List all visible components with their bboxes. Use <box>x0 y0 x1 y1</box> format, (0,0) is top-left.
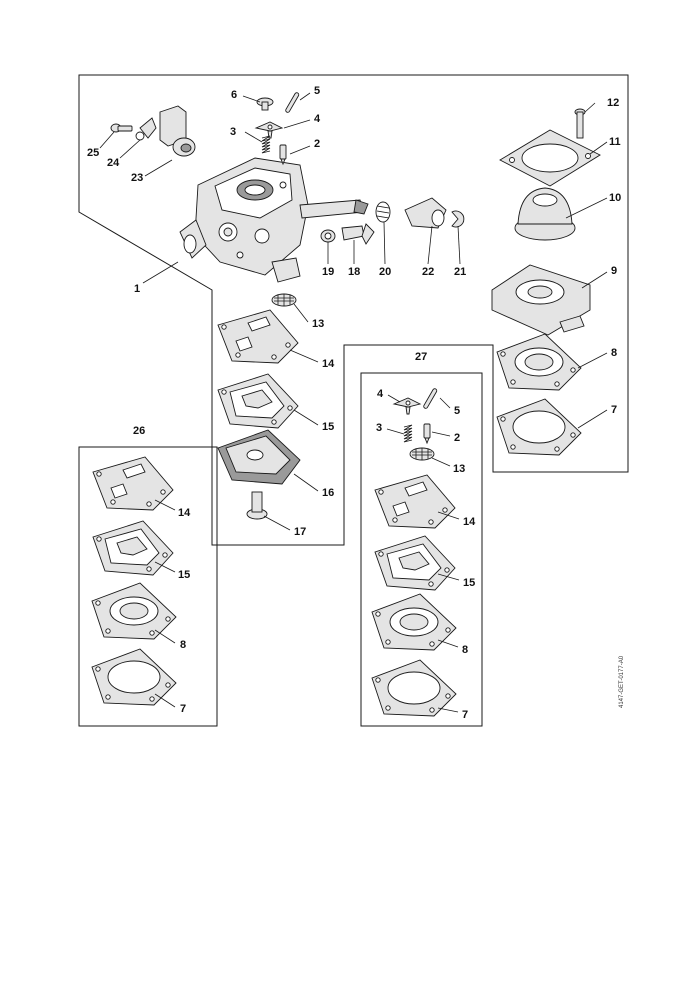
kit26-diaphragm-part-14 <box>92 456 174 511</box>
end-cover-part-16 <box>217 429 301 485</box>
lever-part-4 <box>255 121 283 139</box>
kit27-gasket-part-15 <box>374 535 456 591</box>
primer-bulb-part-10 <box>514 187 576 241</box>
kit26-callout-14: 14 <box>178 507 191 519</box>
callout-14: 14 <box>322 358 335 370</box>
kit27-needle-part-2 <box>423 423 431 444</box>
inlet-needle-part-2 <box>279 144 287 165</box>
kit27-callout-2: 2 <box>454 432 460 444</box>
kit26-callout-8: 8 <box>180 639 186 651</box>
kit27-pin-part-5 <box>422 387 438 410</box>
callout-20: 20 <box>379 266 391 278</box>
solenoid-valve-part-23 <box>159 105 196 157</box>
kit27-callout-13: 13 <box>453 463 465 475</box>
kit26-gasket-part-8 <box>91 582 177 640</box>
callout-7: 7 <box>611 404 617 416</box>
callout-5: 5 <box>314 85 320 97</box>
repair-kit-27-frame <box>360 372 483 727</box>
e-clip-part-21 <box>451 210 465 228</box>
document-code: 4147-GET-0177-A0 <box>619 655 625 708</box>
kit-27-label: 27 <box>415 351 427 363</box>
kit27-callout-14: 14 <box>463 516 476 528</box>
callout-16: 16 <box>322 487 334 499</box>
screw-part-12 <box>574 108 586 139</box>
kit27-callout-15: 15 <box>463 577 475 589</box>
callout-11: 11 <box>609 136 621 148</box>
callout-8: 8 <box>611 347 617 359</box>
main-assembly-frame <box>78 74 629 546</box>
callout-4: 4 <box>314 113 321 125</box>
screw-part-17 <box>246 491 268 520</box>
torsion-spring-part-20 <box>375 201 391 223</box>
kit26-gasket-part-15 <box>92 520 174 576</box>
kit27-callout-8: 8 <box>462 644 468 656</box>
callout-21: 21 <box>454 266 466 278</box>
kit-26-label: 26 <box>133 425 145 437</box>
kit27-callout-4: 4 <box>377 388 384 400</box>
kit27-callout-3: 3 <box>376 422 382 434</box>
callout-6: 6 <box>231 89 237 101</box>
callout-10: 10 <box>609 192 621 204</box>
kit27-callout-5: 5 <box>454 405 460 417</box>
kit27-diaphragm-part-14 <box>374 474 456 529</box>
gasket-part-15 <box>217 373 299 429</box>
callout-22: 22 <box>422 266 434 278</box>
callout-12: 12 <box>607 97 619 109</box>
callout-2: 2 <box>314 138 320 150</box>
fuel-screen-part-13 <box>271 293 297 307</box>
kit27-screen-part-13 <box>409 447 435 461</box>
callout-23: 23 <box>131 172 143 184</box>
callout-18: 18 <box>348 266 360 278</box>
callout-3: 3 <box>230 126 236 138</box>
callout-9: 9 <box>611 265 617 277</box>
spring-part-3 <box>261 135 271 154</box>
leader-lines <box>99 92 608 713</box>
callout-24: 24 <box>107 157 120 169</box>
kit27-callout-7: 7 <box>462 709 468 721</box>
carburetor-body <box>179 157 369 283</box>
gasket-part-7 <box>496 398 582 456</box>
callout-13: 13 <box>312 318 324 330</box>
gasket-part-11 <box>499 129 601 187</box>
kit27-spring-part-3 <box>403 424 413 443</box>
pin-part-5 <box>284 91 300 114</box>
lever-part-18 <box>341 223 375 245</box>
shutter-part-22 <box>404 197 447 229</box>
callout-19: 19 <box>322 266 334 278</box>
repair-kit-26-frame <box>78 446 218 727</box>
washer-part-19 <box>320 229 336 243</box>
pump-diaphragm-part-14 <box>217 309 299 364</box>
kit26-callout-15: 15 <box>178 569 190 581</box>
callout-17: 17 <box>294 526 306 538</box>
gasket-part-8 <box>496 333 582 391</box>
callout-1: 1 <box>134 283 140 295</box>
callout-15: 15 <box>322 421 334 433</box>
kit26-gasket-part-7 <box>91 648 177 706</box>
pump-housing-part-9 <box>491 264 591 336</box>
screw-part-25 <box>110 123 133 133</box>
clip-part-24 <box>135 117 157 141</box>
callout-25: 25 <box>87 147 99 159</box>
kit27-gasket-part-7 <box>371 659 457 717</box>
rivet-part-6 <box>256 97 274 111</box>
kit26-callout-7: 7 <box>180 703 186 715</box>
